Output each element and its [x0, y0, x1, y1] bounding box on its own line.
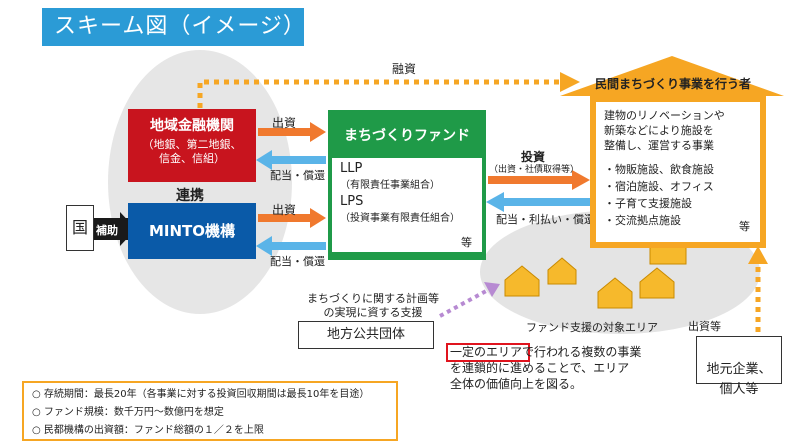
kuni-box: 国 [66, 205, 94, 251]
shien-dotted-arrow [439, 288, 489, 318]
minto-title: MINTO機構 [148, 222, 236, 240]
operator-panel: 建物のリノベーションや 新築などにより施設を 整備し、運営する事業 ・物販施設、… [596, 102, 760, 242]
fund-llp: LLP [340, 161, 363, 176]
area-note-rest1: で行われる複数の事業 [522, 345, 642, 359]
operator-item: ・物販施設、飲食施設 [604, 163, 714, 176]
fund-box: まちづくりファンド LLP （有限責任事業組合） LPS （投資事業有限責任組合… [328, 110, 486, 260]
note-item: ○ 民都機構の出資額：ファンド総額の１／２を上限 [32, 425, 264, 436]
bank-subtitle: （地銀、第二地銀、 信金、信組） [142, 138, 242, 165]
toshi-label: 投資 [520, 150, 545, 164]
page-title: スキーム図（イメージ） [42, 8, 305, 46]
shusshi2-arrow-body [258, 214, 310, 222]
area-note-highlight: 一定のエリア [450, 345, 523, 359]
toshi-sub-label: （出資・社債取得等） [488, 165, 579, 175]
bank-box: 地域金融機関 （地銀、第二地銀、 信金、信組） [128, 109, 256, 182]
toshi-arrow-body [488, 176, 574, 184]
shusshi1-arrowhead [310, 122, 326, 142]
fund-etc: 等 [461, 236, 472, 249]
haito1-label: 配当・償還 [270, 169, 325, 182]
kuni-label: 国 [71, 218, 88, 237]
local-gov-label: 地方公共団体 [326, 327, 405, 342]
shusshi2-arrowhead [310, 208, 326, 228]
shusshi2-label: 出資 [272, 203, 297, 217]
haito3-arrowhead [486, 192, 504, 212]
fund-lps: LPS [340, 194, 364, 209]
yushi-arrowhead [560, 72, 580, 92]
area-highlight-box [446, 343, 530, 362]
haito2-arrow-body [272, 242, 326, 250]
operator-item: ・子育て支援施設 [604, 197, 692, 210]
target-area-label: ファンド支援の対象エリア [526, 321, 658, 334]
haito1-arrow-body [272, 156, 326, 164]
haito3-arrow-body [502, 198, 590, 206]
haito2-arrowhead [256, 236, 272, 256]
hojo-label: 補助 [96, 224, 118, 237]
note-item: ○ ファンド規模：数千万円～数億円を想定 [32, 407, 224, 418]
haito1-arrowhead [256, 150, 272, 170]
operator-roof [560, 56, 784, 96]
area-note: 一定のエリアで行われる複数の事業 を連鎖的に進めることで、エリア 全体の価値向上… [450, 344, 641, 392]
operator-box: 建物のリノベーションや 新築などにより施設を 整備し、運営する事業 ・物販施設、… [590, 96, 766, 248]
shien-arrowhead [484, 282, 500, 297]
fund-llp-sub: （有限責任事業組合） [340, 180, 440, 191]
local-biz-box: 地元企業、 個人等 [696, 336, 782, 397]
toshi-arrowhead [572, 170, 590, 190]
minto-box: MINTO機構 [128, 203, 256, 259]
operator-etc: 等 [739, 220, 750, 233]
fund-types-panel: LLP （有限責任事業組合） LPS （投資事業有限責任組合） 等 [332, 158, 482, 252]
local-biz-label: 地元企業、 個人等 [706, 362, 772, 397]
area-note-rest3: 全体の価値向上を図る。 [450, 377, 583, 391]
local-biz-arrowhead [748, 246, 768, 264]
haito3-label: 配当・利払い・償還 [496, 213, 595, 226]
local-gov-box: 地方公共団体 [298, 321, 434, 349]
haito2-label: 配当・償還 [270, 255, 325, 268]
fund-lps-sub: （投資事業有限責任組合） [340, 213, 460, 224]
left-group-ellipse [108, 50, 292, 314]
operator-item: ・宿泊施設、オフィス [604, 180, 714, 193]
shusshi1-label: 出資 [272, 116, 297, 130]
house-icon [504, 233, 687, 309]
shusshi-etc-label: 出資等 [688, 320, 721, 333]
renkei-label: 連携 [176, 188, 204, 204]
operator-desc: 建物のリノベーションや 新築などにより施設を 整備し、運営する事業 [604, 109, 725, 152]
shien-label: まちづくりに関する計画等 の実現に資する支援 [307, 292, 439, 319]
operator-items: ・物販施設、飲食施設 ・宿泊施設、オフィス ・子育て支援施設 ・交流拠点施設 [604, 161, 752, 229]
operator-item: ・交流拠点施設 [604, 214, 681, 227]
note-item: ○ 存続期間：最長20年（各事業に対する投資回収期間は最長10年を目途） [32, 389, 370, 400]
yushi-label: 融資 [392, 62, 417, 76]
bank-title: 地域金融機関 [150, 118, 234, 134]
notes-box: ○ 存続期間：最長20年（各事業に対する投資回収期間は最長10年を目途） ○ フ… [22, 381, 398, 441]
fund-title: まちづくりファンド [344, 128, 470, 144]
operator-title: 民間まちづくり事業を行う者 [594, 77, 751, 91]
area-note-rest2: を連鎖的に進めることで、エリア [450, 361, 630, 375]
shusshi1-arrow-body [258, 128, 310, 136]
